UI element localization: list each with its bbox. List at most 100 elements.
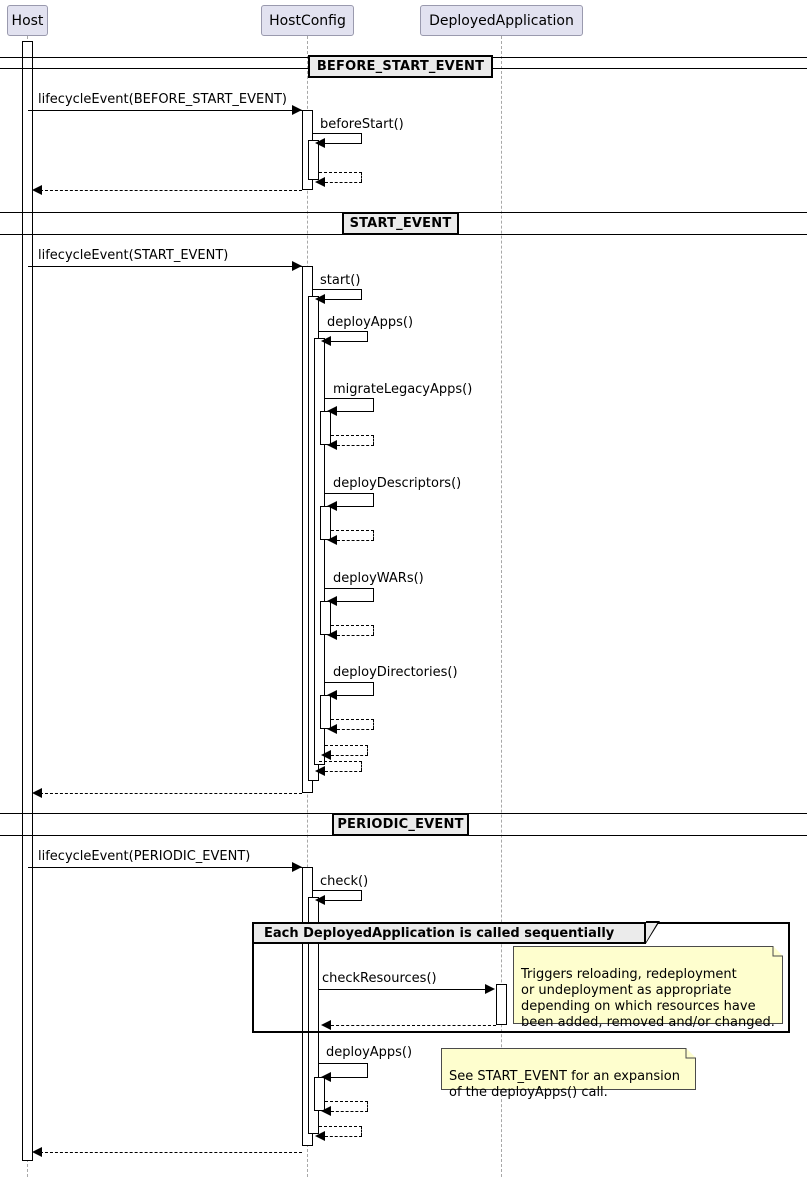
arrowhead-deployapps-periodic-reply	[321, 1106, 331, 1116]
message-label-deploy-wars: deployWARs()	[333, 571, 424, 586]
message-vline-wars	[373, 588, 374, 601]
activation-hostconfig-migrate	[320, 411, 331, 445]
message-line-descriptors-reply-back	[337, 540, 374, 541]
participant-hostconfig-label: HostConfig	[269, 12, 346, 29]
message-line-check-reply-out	[319, 1126, 362, 1127]
arrowhead-wars-reply	[327, 630, 337, 640]
activation-hostconfig-wars	[320, 601, 331, 635]
message-vline-directories	[373, 682, 374, 695]
divider-before-start-label: BEFORE_START_EVENT	[316, 59, 485, 74]
arrowhead-before-start-reply	[315, 177, 325, 187]
participant-host[interactable]: Host	[7, 5, 48, 36]
note-deploy-apps-fold	[686, 1048, 696, 1058]
note-deploy-apps: See START_EVENT for an expansion of the …	[441, 1048, 696, 1100]
activation-hostconfig-directories	[320, 695, 331, 729]
message-line-check-resources	[319, 989, 486, 990]
participant-host-label: Host	[11, 12, 44, 29]
message-line-descriptors-reply-out	[331, 530, 374, 531]
note-check-resources-text: Triggers reloading, redeployment or unde…	[521, 967, 775, 1030]
message-vline-wars-reply	[373, 625, 374, 635]
message-vline-check-reply	[361, 1126, 362, 1136]
divider-start-event: START_EVENT	[342, 212, 459, 235]
message-line-wars-out	[325, 588, 374, 589]
message-vline-check	[361, 890, 362, 900]
message-line-return-periodic	[40, 1152, 302, 1153]
group-header-sequential-loop: Each DeployedApplication is called seque…	[252, 922, 646, 944]
message-vline-deployapps-reply	[367, 745, 368, 755]
arrowhead-lifecycle-start	[292, 261, 302, 271]
arrowhead-start-reply	[315, 766, 325, 776]
message-label-lifecycle-periodic: lifecycleEvent(PERIODIC_EVENT)	[38, 849, 251, 864]
activation-hostconfig-before-start-inner	[308, 140, 319, 180]
message-label-deploy-apps: deployApps()	[327, 315, 414, 330]
arrowhead-return-start	[32, 788, 42, 798]
arrowhead-directories-reply	[327, 724, 337, 734]
message-label-deploy-descriptors: deployDescriptors()	[333, 476, 462, 491]
participant-deployedapplication[interactable]: DeployedApplication	[420, 5, 583, 36]
activation-hostconfig-deployapps-periodic	[314, 1077, 325, 1111]
arrowhead-migrate-reply	[327, 440, 337, 450]
group-header-label: Each DeployedApplication is called seque…	[264, 925, 615, 941]
arrowhead-check-reply	[315, 1131, 325, 1141]
message-line-start-back	[325, 299, 362, 300]
message-line-directories-out	[325, 682, 374, 683]
message-line-lifecycle-periodic	[28, 867, 302, 868]
activation-hostconfig-descriptors	[320, 506, 331, 540]
message-vline-deploy-apps	[367, 331, 368, 341]
message-line-wars-reply-out	[331, 625, 374, 626]
message-label-deploy-apps-periodic: deployApps()	[326, 1045, 413, 1060]
activation-hostconfig-periodic-l1	[308, 897, 319, 1134]
message-line-directories-reply-out	[331, 719, 374, 720]
message-label-deploy-directories: deployDirectories()	[333, 665, 458, 680]
arrowhead-check-return	[315, 895, 325, 905]
message-vline-deployapps-periodic	[367, 1063, 368, 1077]
message-line-wars-back	[337, 601, 374, 602]
arrowhead-lifecycle-periodic	[292, 862, 302, 872]
arrowhead-before-start-return	[315, 138, 325, 148]
message-line-wars-reply-back	[337, 635, 374, 636]
arrowhead-check-resources	[485, 984, 495, 994]
message-vline-descriptors-reply	[373, 530, 374, 540]
activation-host	[22, 41, 33, 1161]
message-line-return-before-start	[40, 190, 302, 191]
message-line-deployapps-periodic-reply-back	[331, 1111, 368, 1112]
message-label-start: start()	[320, 273, 361, 288]
message-line-start-reply-back	[325, 771, 362, 772]
arrowhead-wars-return	[327, 596, 337, 606]
message-line-migrate-back	[337, 411, 374, 412]
message-label-lifecycle-before-start: lifecycleEvent(BEFORE_START_EVENT)	[38, 92, 287, 107]
participant-hostconfig[interactable]: HostConfig	[261, 5, 354, 36]
participant-deployedapplication-label: DeployedApplication	[429, 12, 574, 29]
arrowhead-check-resources-reply	[321, 1020, 331, 1030]
message-line-deployapps-reply-out	[325, 745, 368, 746]
message-line-migrate-out	[325, 398, 374, 399]
message-vline-start-reply	[361, 761, 362, 771]
message-line-directories-back	[337, 695, 374, 696]
arrowhead-return-periodic	[32, 1147, 42, 1157]
message-line-check-reply-back	[325, 1136, 362, 1137]
message-line-descriptors-out	[325, 493, 374, 494]
divider-before-start-event: BEFORE_START_EVENT	[308, 55, 493, 78]
arrowhead-deployapps-periodic-return	[321, 1072, 331, 1082]
message-line-directories-reply-back	[337, 729, 374, 730]
arrowhead-directories-return	[327, 690, 337, 700]
message-label-check: check()	[320, 874, 369, 889]
note-deploy-apps-text: See START_EVENT for an expansion of the …	[449, 1069, 680, 1100]
divider-periodic-event: PERIODIC_EVENT	[332, 813, 469, 836]
arrowhead-descriptors-reply	[327, 535, 337, 545]
message-label-migrate-legacy-apps: migrateLegacyApps()	[333, 382, 473, 397]
message-vline-before-start-reply	[361, 172, 362, 182]
message-line-check-back	[325, 900, 362, 901]
message-line-return-start	[40, 793, 302, 794]
divider-periodic-label: PERIODIC_EVENT	[337, 817, 464, 832]
message-line-deployapps-periodic-back	[331, 1077, 368, 1078]
message-line-migrate-reply-back	[337, 445, 374, 446]
divider-start-label: START_EVENT	[349, 216, 452, 231]
message-vline-before-start	[361, 133, 362, 143]
message-line-descriptors-back	[337, 506, 374, 507]
message-line-check-out	[313, 890, 362, 891]
arrowhead-deploy-apps-return	[321, 336, 331, 346]
message-line-lifecycle-before-start	[28, 110, 302, 111]
activation-hostconfig-start-l2	[314, 338, 325, 765]
